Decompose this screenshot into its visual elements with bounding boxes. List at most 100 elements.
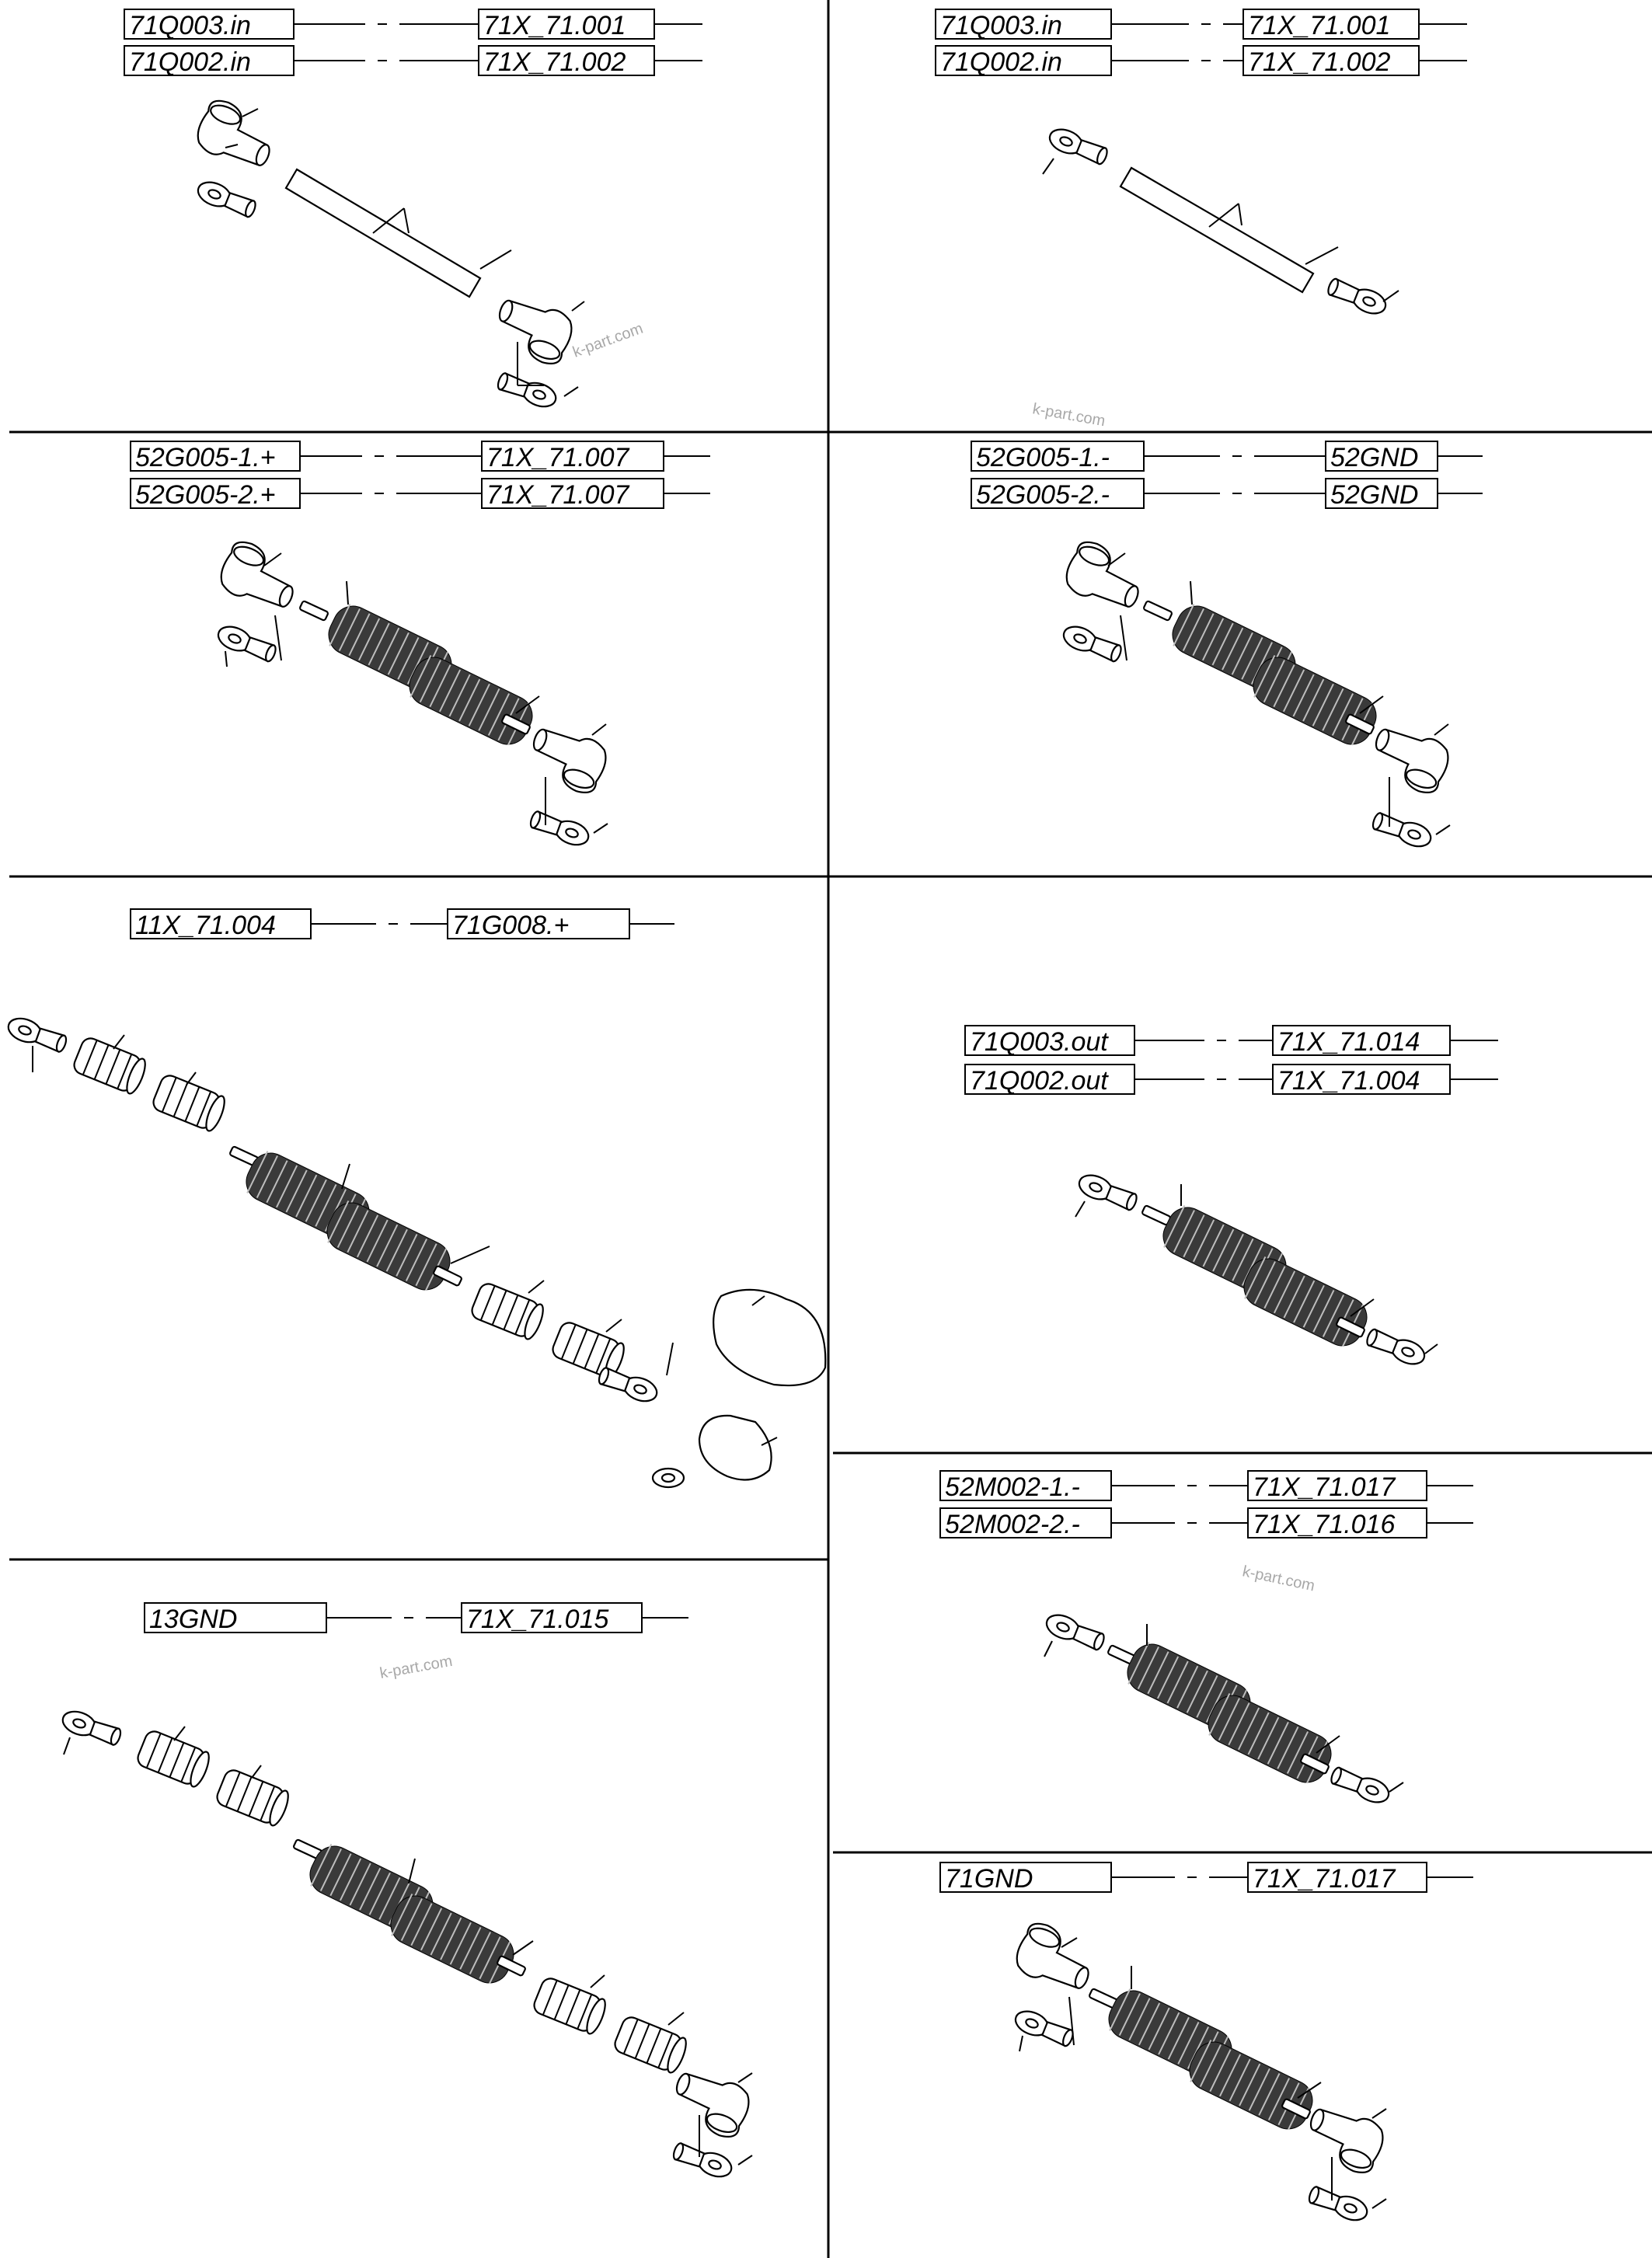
watermark: k-part.com — [570, 320, 645, 361]
ring-lug — [494, 368, 560, 412]
ring-lug — [4, 1013, 70, 1057]
target-label: 71X_71.016 — [1253, 1510, 1395, 1539]
protective-spring — [319, 1195, 458, 1298]
label-row: 71Q003.out 71X_71.014 — [964, 1025, 1498, 1057]
target-label: 71X_71.002 — [1248, 47, 1390, 77]
panel-7-labels: 13GND 71X_71.015 — [144, 1602, 688, 1634]
cable-pin — [1142, 599, 1173, 622]
watermark: k-part.com — [1241, 1563, 1316, 1594]
panel-9-cable-illustration — [1009, 1918, 1389, 2225]
protective-spring — [1182, 2034, 1320, 2137]
target-label: 71G008.+ — [452, 911, 569, 940]
source-label: 71Q003.out — [970, 1027, 1109, 1057]
ring-lug — [1369, 808, 1435, 852]
target-label: 52GND — [1330, 443, 1418, 472]
panel-2-labels: 71Q003.in 71X_71.001 71Q002.in 71X_71.00… — [935, 9, 1467, 77]
ring-lug — [193, 176, 260, 221]
cable-pin — [298, 599, 329, 622]
panel-8-labels: 52M002-1.- 71X_71.017 52M002-2.- 71X_71.… — [939, 1470, 1473, 1539]
label-row: 71Q002.in 71X_71.002 — [935, 45, 1467, 77]
label-row: 71Q003.in 71X_71.001 — [124, 9, 702, 40]
label-row: 13GND 71X_71.015 — [144, 1602, 688, 1634]
rubber-boot — [1364, 720, 1455, 799]
label-row: 52G005-1.- 52GND — [971, 441, 1483, 472]
ring-lug — [1075, 1169, 1141, 1214]
rubber-boot — [487, 291, 578, 370]
source-label: 52G005-2.- — [976, 480, 1110, 510]
watermarks: k-part.com k-part.com k-part.com k-part.… — [378, 320, 1316, 1682]
ring-lug — [1059, 621, 1125, 666]
label-row: 52G005-1.+ 71X_71.007 — [130, 441, 710, 472]
rubber-boot — [190, 95, 283, 175]
panel-9-labels: 71GND 71X_71.017 — [939, 1862, 1473, 1894]
ring-lug — [1363, 1325, 1429, 1370]
label-row: 71Q003.in 71X_71.001 — [935, 9, 1467, 40]
source-label: 52G005-2.+ — [135, 480, 276, 510]
source-label: 71Q002.in — [129, 47, 251, 77]
target-label: 71X_71.014 — [1277, 1027, 1420, 1057]
panel-5-labels: 11X_71.004 71G008.+ — [130, 908, 674, 940]
connector-nut — [530, 1974, 610, 2037]
panel-1-labels: 71Q003.in 71X_71.001 71Q002.in 71X_71.00… — [124, 9, 702, 77]
ring-lug — [595, 1363, 661, 1406]
rubber-boot — [521, 720, 612, 799]
panel-4-cable-illustration — [1059, 536, 1455, 852]
target-label: 71X_71.004 — [1277, 1066, 1420, 1096]
watermark: k-part.com — [378, 1653, 454, 1682]
ring-lug — [670, 2138, 736, 2182]
panel-6-labels: 71Q003.out 71X_71.014 71Q002.out 71X_71.… — [964, 1025, 1498, 1096]
ring-lug — [1045, 124, 1111, 169]
cable — [284, 168, 482, 298]
source-label: 52M002-1.- — [945, 1472, 1080, 1502]
target-label: 71X_71.007 — [486, 443, 629, 472]
ring-lug — [1324, 274, 1390, 319]
connector-nut — [611, 2013, 691, 2076]
target-label: 52GND — [1330, 480, 1418, 510]
source-label: 13GND — [149, 1605, 237, 1634]
panel-3-labels: 52G005-1.+ 71X_71.007 52G005-2.+ 71X_71.… — [130, 441, 710, 510]
ring-lug — [1305, 2182, 1371, 2225]
label-row: 71GND 71X_71.017 — [939, 1862, 1473, 1894]
target-label: 71X_71.017 — [1253, 1472, 1396, 1502]
panel-7-cable-illustration — [58, 1706, 755, 2182]
target-label: 71X_71.002 — [483, 47, 626, 77]
label-row: 71Q002.out 71X_71.004 — [964, 1064, 1498, 1096]
source-label: 71Q003.in — [129, 11, 251, 40]
panel-3-cable-illustration — [214, 536, 612, 850]
source-label: 11X_71.004 — [135, 911, 276, 940]
ring-lug — [214, 621, 280, 666]
protective-spring — [1201, 1688, 1339, 1790]
source-label: 71GND — [945, 1864, 1033, 1894]
source-label: 71Q002.out — [970, 1066, 1109, 1096]
source-label: 52G005-1.+ — [135, 443, 276, 472]
source-label: 71Q002.in — [940, 47, 1062, 77]
panel-5-cable-illustration — [4, 1013, 827, 1489]
source-label: 52G005-1.- — [976, 443, 1110, 472]
source-label: 71Q003.in — [940, 11, 1062, 40]
label-row: 11X_71.004 71G008.+ — [130, 908, 674, 940]
terminal-cover — [713, 1288, 827, 1387]
threaded-connector — [134, 1727, 214, 1790]
label-row: 52G005-2.- 52GND — [971, 478, 1483, 510]
protective-spring — [1246, 650, 1384, 752]
cable-pin — [1141, 1204, 1172, 1227]
ring-lug — [1327, 1763, 1393, 1808]
panel-2-cable-illustration — [1042, 124, 1399, 319]
panel-8-cable-illustration — [1042, 1609, 1404, 1808]
protective-spring — [1236, 1251, 1375, 1354]
protective-spring — [383, 1888, 521, 1991]
panel-grid — [9, 0, 1652, 2258]
protective-spring — [402, 650, 540, 752]
target-label: 71X_71.001 — [483, 11, 626, 40]
panel-1-cable-illustration — [190, 95, 585, 412]
threaded-connector — [70, 1034, 150, 1097]
battery-clamp — [698, 1414, 772, 1481]
rubber-boot — [1009, 1918, 1102, 1998]
target-label: 71X_71.017 — [1253, 1864, 1396, 1894]
target-label: 71X_71.007 — [486, 480, 629, 510]
label-row: 52G005-2.+ 71X_71.007 — [130, 478, 710, 510]
label-row: 52M002-2.- 71X_71.016 — [939, 1507, 1473, 1539]
panel-4-labels: 52G005-1.- 52GND 52G005-2.- 52GND — [971, 441, 1483, 510]
rubber-boot — [1059, 536, 1152, 616]
